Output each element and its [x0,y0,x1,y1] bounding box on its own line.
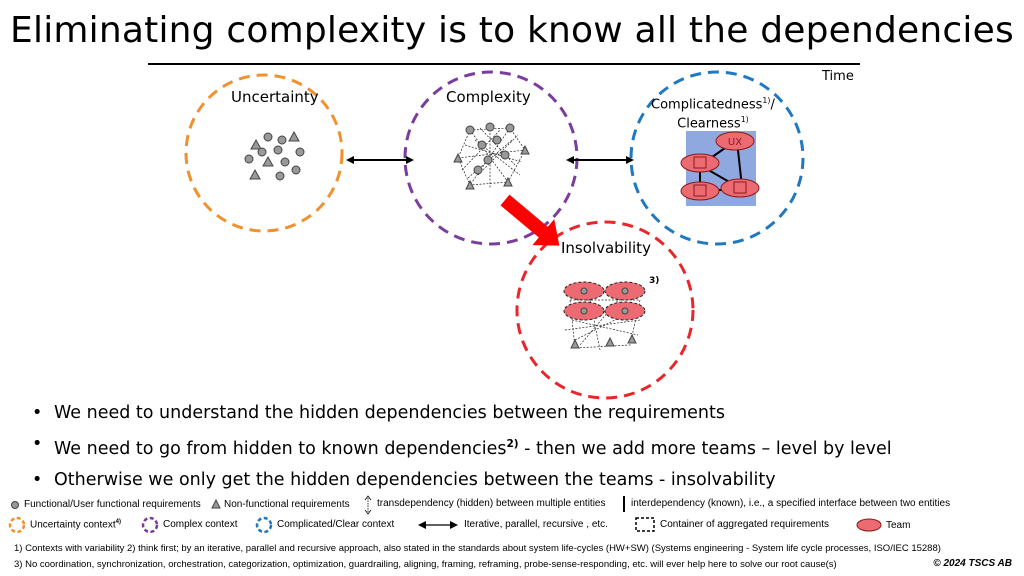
bullet-item: We need to understand the hidden depende… [32,398,892,429]
clearness-sup: 1) [740,115,749,125]
page-title: Eliminating complexity is to know all th… [10,10,1014,51]
non-functional-requirement-icon [211,498,221,509]
uncertainty-requirements [244,130,305,181]
clearness-line2: Clearness [677,116,741,132]
team-icon [856,518,882,532]
footnote-line1: 1) Contexts with variability 2) think fi… [14,543,941,554]
team-top-label: UX [728,137,742,148]
red-arrow [500,194,560,246]
legend-graphics [8,495,882,534]
complicated-context-icon [255,516,273,534]
insolvability-circle [515,220,695,400]
complicatedness-slash: / [770,97,775,113]
legend-uncertainty-sup: 4) [115,519,121,525]
legend-complex-context: Complex context [163,519,238,530]
complicatedness-label: Complicatedness1)/ Clearness1) [651,93,775,132]
uncertainty-circle [184,73,344,233]
legend-team: Team [886,520,911,531]
complexity-web [457,126,526,188]
insolvability-web [564,297,641,351]
container-icon [635,517,655,532]
complicatedness-line1: Complicatedness [651,97,763,113]
insolvability-teams [563,281,646,349]
bullet-suffix: - then we add more teams – level by leve… [518,438,892,459]
legend-container: Container of aggregated requirements [660,519,829,530]
bullet-item: Otherwise we only get the hidden depende… [32,465,892,496]
legend-functional: Functional/User functional requirements [24,499,201,510]
legend-interdependency: interdependency (known), i.e., a specifi… [631,498,951,509]
bullet-text: Otherwise we only get the hidden depende… [54,469,776,490]
team-structure [680,131,760,206]
time-label: Time [822,69,854,84]
complicatedness-sup1: 1) [762,96,771,105]
bullet-sup: 2) [506,438,519,450]
legend-transdependency: transdependency (hidden) between multipl… [377,498,606,509]
footnote-line2: 3) No coordination, synchronization, orc… [14,559,837,570]
legend-complicated-context: Complicated/Clear context [277,519,395,530]
complexity-label: Complexity [446,88,531,106]
complicatedness-circle [629,70,805,246]
uncertainty-context-icon [8,516,26,534]
legend-uncertainty-text: Uncertainty context [30,519,116,531]
legend-non-functional: Non-functional requirements [224,499,350,510]
uncertainty-label: Uncertainty [231,88,319,106]
functional-requirement-icon [11,501,19,509]
copyright: © 2024 TSCS AB [933,558,1012,569]
bullet-list: We need to understand the hidden depende… [32,398,892,496]
bullet-text: We need to go from hidden to known depen… [54,438,507,459]
complex-context-icon [141,516,159,534]
bullet-item: We need to go from hidden to known depen… [32,429,892,465]
insolvability-label: Insolvability [561,239,651,257]
bullet-text: We need to understand the hidden depende… [54,403,725,423]
legend-uncertainty-context: Uncertainty context4) [30,519,121,530]
complexity-nodes [453,122,530,190]
insolvability-footnote-mark: 3) [649,276,660,286]
legend-iterative: Iterative, parallel, recursive , etc. [464,519,608,530]
